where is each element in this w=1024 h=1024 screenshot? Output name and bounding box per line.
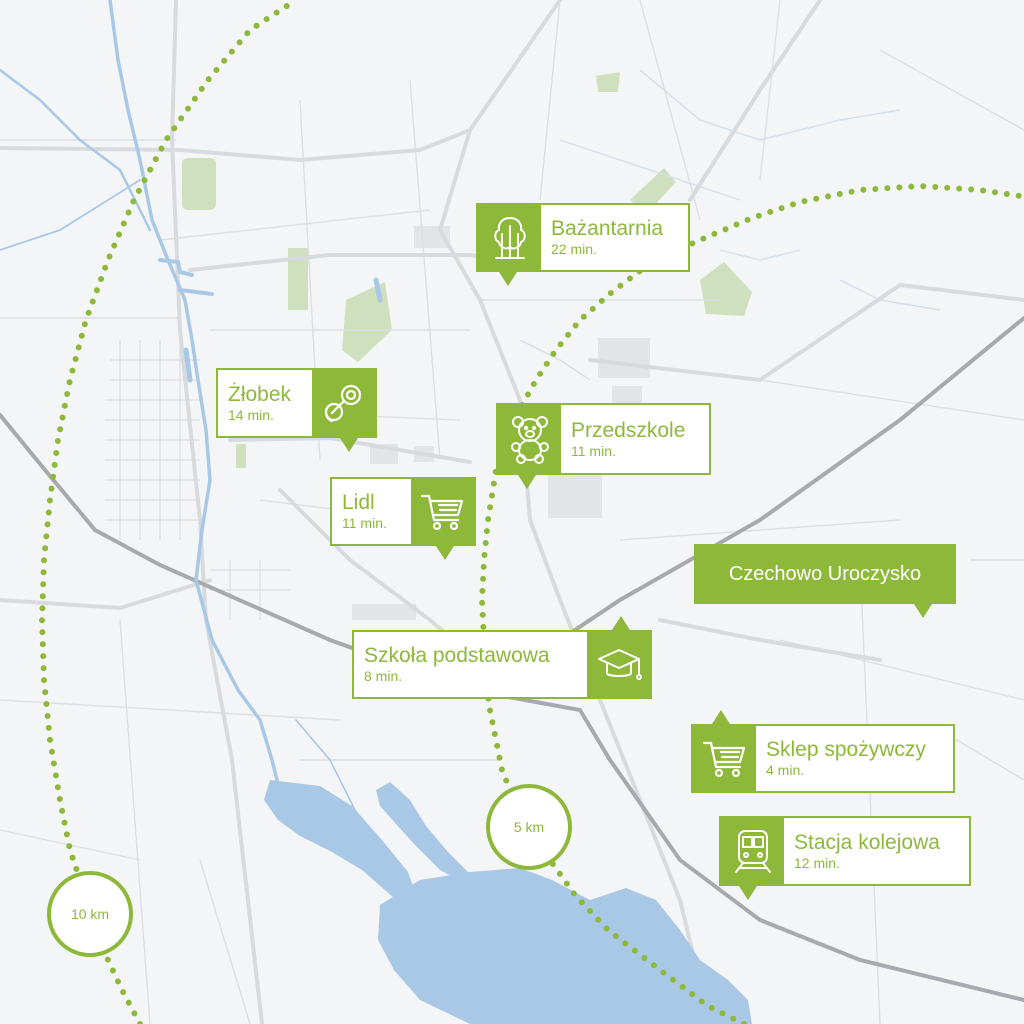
- poi-pointer: [518, 475, 536, 489]
- poi-name: Szkoła podstawowa: [364, 644, 550, 667]
- poi-text: Szkoła podstawowa 8 min.: [354, 632, 560, 697]
- poi-stacja-kolejowa[interactable]: Stacja kolejowa 12 min.: [719, 816, 971, 886]
- radius-badge-10km: 10 km: [47, 871, 133, 957]
- graduation-cap-icon: [587, 632, 650, 697]
- poi-pointer: [712, 710, 730, 724]
- poi-name: Lidl: [342, 491, 375, 514]
- poi-text: Przedszkole 11 min.: [561, 405, 695, 473]
- poi-text: Bażantarnia 22 min.: [541, 205, 673, 270]
- poi-bazantarnia[interactable]: Bażantarnia 22 min.: [476, 203, 690, 272]
- poi-time: 22 min.: [551, 241, 597, 257]
- poi-time: 4 min.: [766, 762, 805, 778]
- poi-time: 14 min.: [228, 406, 274, 423]
- poi-text: Żłobek 14 min.: [218, 370, 301, 436]
- radius-label: 10 km: [70, 906, 110, 922]
- poi-time: 11 min.: [342, 515, 387, 531]
- lakes: [264, 780, 752, 1024]
- old-town-grid: [105, 340, 290, 620]
- poi-name: Przedszkole: [571, 418, 686, 442]
- poi-text: Sklep spożywczy 4 min.: [756, 726, 936, 791]
- poi-time: 11 min.: [571, 442, 616, 459]
- site-label-text: Czechowo Uroczysko: [728, 562, 922, 585]
- trees-icon: [478, 205, 541, 270]
- poi-pointer: [436, 546, 454, 560]
- shopping-cart-icon: [411, 479, 474, 544]
- radius-arcs: [38, 0, 1023, 1024]
- radius-label: 5 km: [513, 819, 545, 835]
- poi-lidl[interactable]: Lidl 11 min.: [330, 477, 476, 546]
- park-areas: [182, 72, 752, 468]
- poi-name: Żłobek: [228, 382, 292, 406]
- site-label-pointer: [914, 604, 932, 618]
- poi-pointer: [340, 438, 358, 452]
- radius-badge-5km: 5 km: [486, 784, 572, 870]
- poi-time: 8 min.: [364, 668, 403, 684]
- poi-przedszkole[interactable]: Przedszkole 11 min.: [496, 403, 711, 475]
- poi-pointer: [739, 886, 757, 900]
- streams: [519, 69, 941, 381]
- site-label[interactable]: Czechowo Uroczysko: [694, 544, 956, 604]
- poi-time: 12 min.: [794, 854, 840, 871]
- poi-zlobek[interactable]: Żłobek 14 min.: [216, 368, 377, 438]
- poi-name: Stacja kolejowa: [794, 830, 940, 854]
- teddy-bear-icon: [498, 405, 561, 473]
- poi-text: Stacja kolejowa 12 min.: [784, 818, 950, 884]
- train-icon: [721, 818, 784, 884]
- poi-text: Lidl 11 min.: [332, 479, 397, 544]
- poi-name: Bażantarnia: [551, 217, 664, 240]
- built-areas: [352, 226, 650, 620]
- poi-sklep-spozywczy[interactable]: Sklep spożywczy 4 min.: [691, 724, 955, 793]
- poi-szkola-podstawowa[interactable]: Szkoła podstawowa 8 min.: [352, 630, 652, 699]
- pacifier-icon: [312, 370, 375, 436]
- poi-name: Sklep spożywczy: [766, 738, 926, 761]
- shopping-cart-icon: [693, 726, 756, 791]
- poi-pointer: [499, 272, 517, 286]
- poi-pointer: [612, 616, 630, 630]
